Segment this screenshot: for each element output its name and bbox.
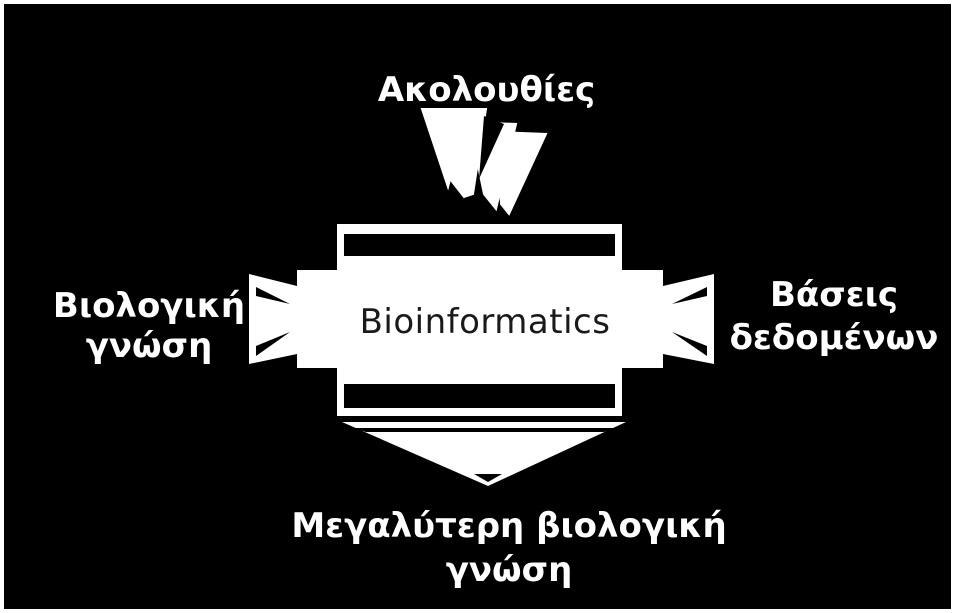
machine-body [297, 270, 663, 368]
machine-top-band [344, 234, 615, 256]
left-input-cone [249, 274, 297, 364]
output-funnel [342, 422, 626, 486]
machine-bottom-band [344, 384, 615, 408]
sequence-funnel-gap-1 [479, 116, 504, 179]
sequence-funnels [420, 108, 548, 216]
databases-line-2: δεδομένων [729, 318, 939, 358]
bioinformatics-box-label: Bioinformatics [359, 302, 611, 342]
right-input-cone [663, 274, 714, 364]
output-line-2: γνώση [445, 550, 573, 590]
sequence-funnel-3 [495, 130, 548, 216]
databases-line-1: Βάσεις [769, 275, 899, 315]
databases-label: Βάσεις δεδομένων [719, 274, 949, 360]
diagram-frame: Ακολουθίες Βιολογική γνώση Βάσεις δεδομέ… [4, 4, 951, 609]
greater-biological-knowledge-label: Μεγαλύτερη βιολογική γνώση [259, 504, 759, 592]
processing-machine [297, 224, 663, 416]
output-line-1: Μεγαλύτερη βιολογική [291, 506, 727, 546]
sequences-label: Ακολουθίες [377, 70, 596, 110]
biological-knowledge-line-2: γνώση [85, 326, 213, 366]
bioinformatics-diagram [249, 108, 714, 486]
biological-knowledge-label: Βιολογική γνώση [34, 286, 264, 366]
biological-knowledge-line-1: Βιολογική [52, 286, 246, 326]
